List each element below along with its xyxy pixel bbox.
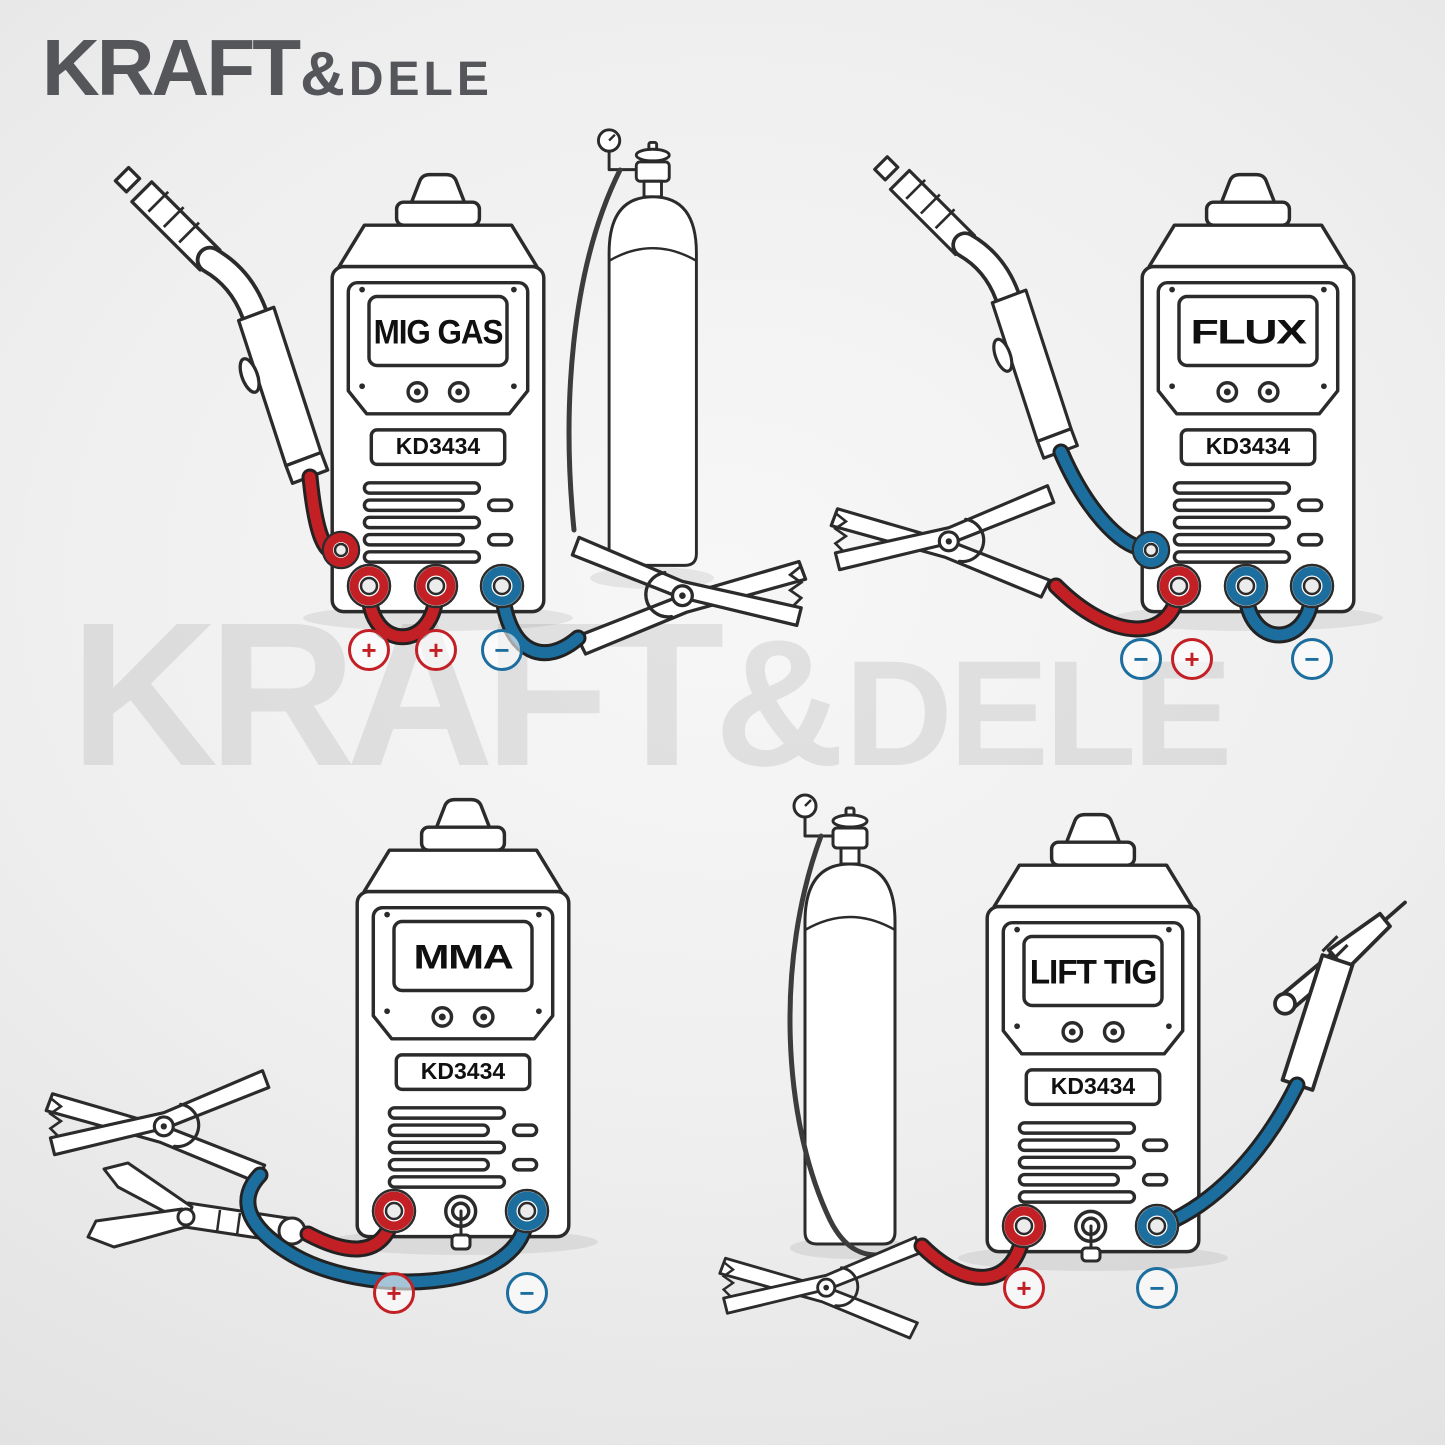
welder-machine: LIFT TIG KD3434: [985, 812, 1201, 1254]
socket-plug-negative: [1134, 1203, 1180, 1249]
socket-cap: [450, 1233, 472, 1251]
earth-clamp: [44, 1069, 271, 1184]
socket-plug-negative-2: [1289, 563, 1335, 609]
model-label: KD3434: [421, 1058, 506, 1084]
socket-plug-negative: [504, 1188, 550, 1234]
brand-logo: KRAFT & DELE: [42, 22, 493, 114]
model-label: KD3434: [1051, 1073, 1136, 1099]
welder-machine: FLUX KD3434: [1140, 172, 1356, 614]
mode-label: FLUX: [1191, 314, 1308, 352]
brand-dele: DELE: [348, 53, 493, 106]
socket-plug-positive-2: [413, 563, 459, 609]
mode-label: MIG GAS: [374, 314, 503, 352]
jumper-cable-blue: [1240, 584, 1318, 641]
flux-torch: [875, 157, 1078, 458]
mode-label: MMA: [414, 939, 513, 977]
tig-torch: [1273, 900, 1407, 1092]
panel-mig-gas: MIG GAS KD3434: [100, 128, 808, 662]
polarity-badge: +: [373, 1272, 415, 1314]
panel-mma: MMA KD3434: [44, 797, 598, 1291]
socket-plug-positive: [371, 1188, 417, 1234]
model-label: KD3434: [1206, 433, 1291, 459]
socket-plug-negative: [479, 563, 525, 609]
welder-machine: MMA KD3434: [355, 797, 571, 1239]
brand-kraft: KRAFT: [42, 23, 301, 112]
model-label: KD3434: [396, 433, 481, 459]
mig-torch: [115, 168, 327, 484]
polarity-badge: −: [481, 629, 523, 671]
polarity-badge: −: [1120, 638, 1162, 680]
torch-cable-blue: [1055, 446, 1148, 554]
jumper-cable-red: [363, 585, 442, 643]
euro-connector: [321, 530, 361, 570]
clamp-cable-blue: [496, 584, 584, 659]
clamp-cable-blue: [242, 1169, 533, 1288]
socket-cap: [1080, 1246, 1102, 1263]
panel-lift-tig: LIFT TIG KD3434: [718, 793, 1407, 1340]
polarity-badge: −: [506, 1272, 548, 1314]
gas-cylinder: [792, 793, 897, 1246]
polarity-badge: +: [348, 629, 390, 671]
brand-ampersand: &: [300, 40, 345, 109]
socket-plug-negative-1: [1223, 563, 1269, 609]
gas-hose: [566, 167, 623, 533]
polarity-badge: +: [1003, 1267, 1045, 1309]
gas-cylinder: [596, 128, 698, 567]
earth-clamp: [829, 484, 1056, 599]
watermark-dele: DELE: [844, 629, 1233, 797]
clamp-cable-red: [916, 1224, 1030, 1283]
torch-cable-blue: [1159, 1079, 1303, 1230]
mode-label: LIFT TIG: [1030, 954, 1157, 992]
panel-flux: FLUX KD3434: [829, 120, 1383, 644]
socket-plug-positive: [1001, 1203, 1047, 1249]
watermark-ampersand: &: [714, 603, 845, 804]
polarity-badge: +: [1171, 638, 1213, 680]
polarity-badge: −: [1291, 638, 1333, 680]
socket-plug-positive-1: [346, 563, 392, 609]
polarity-badge: +: [415, 629, 457, 671]
gas-hose: [787, 833, 888, 1258]
welder-machine: MIG GAS KD3434: [330, 172, 546, 614]
socket-plug-positive: [1156, 563, 1202, 609]
polarity-badge: −: [1136, 1267, 1178, 1309]
euro-connector: [1131, 530, 1171, 570]
